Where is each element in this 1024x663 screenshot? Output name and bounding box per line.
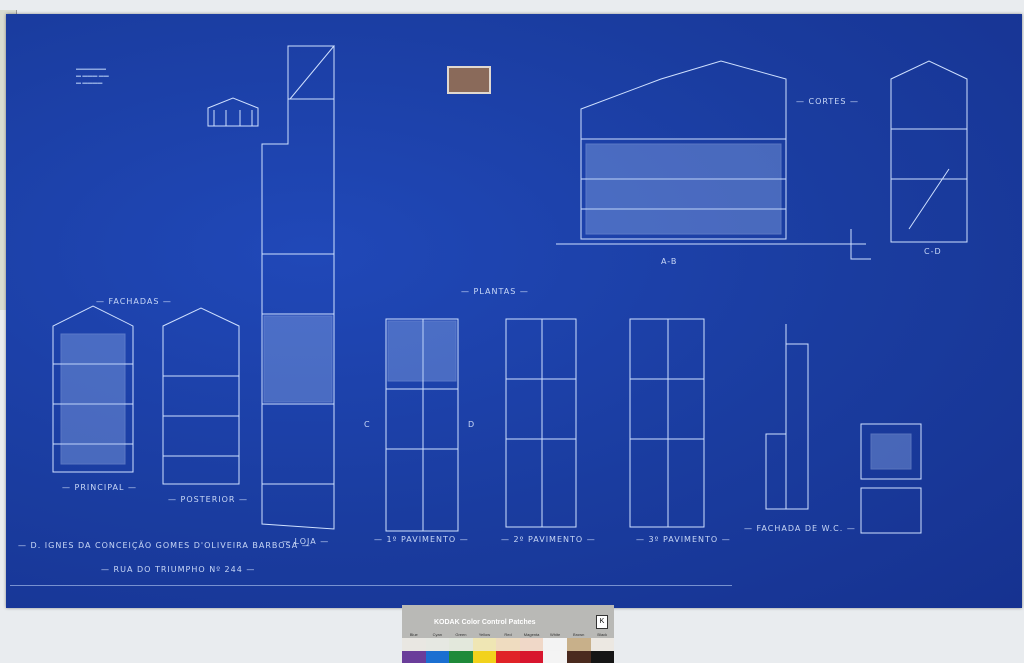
kodak-color-control-patches: KODAK Color Control Patches K Blue Cyan Gr… (402, 605, 615, 663)
patch-label: Green (455, 632, 467, 637)
color-patch (425, 638, 450, 663)
pavimento-2-plan (505, 318, 577, 528)
color-patch (566, 638, 591, 663)
pavimento-1-plan (385, 318, 459, 532)
owner-name: D. IGNES DA CONCEIÇÃO GOMES D'OLIVEIRA B… (18, 541, 311, 550)
label-posterior: POSTERIOR (168, 495, 248, 504)
section-c-d-drawing (890, 60, 968, 243)
patch-label: Yellow (478, 632, 491, 637)
label-fachada-wc: FACHADA DE W.C. (744, 524, 856, 533)
posterior-facade-drawing (162, 307, 240, 485)
label-cortes: CORTES (796, 97, 859, 106)
color-patch (472, 638, 497, 663)
patch-label: Magenta (523, 632, 540, 637)
patch-label: Red (504, 632, 512, 637)
blueprint-sheet: ▬▬▬▬▬▬▬ ▬▬▬ ▬▬▬ ▬▬▬▬ LOJA FACHADAS PRINC… (6, 14, 1022, 608)
archive-annotation: ▬▬▬▬▬▬▬ ▬▬▬ ▬▬▬ ▬▬▬▬ (76, 66, 109, 86)
patch-label: Blue (409, 632, 418, 637)
cut-marker-c: C (364, 420, 371, 429)
patch-label: White (550, 632, 561, 637)
color-patch (543, 638, 567, 663)
cut-marker-d: D (468, 420, 476, 429)
kodak-title: KODAK Color Control Patches (434, 619, 536, 626)
wc-detail-plan (860, 423, 922, 534)
color-patch (590, 638, 615, 663)
color-patch (519, 638, 544, 663)
label-fachadas: FACHADAS (96, 297, 172, 306)
address: RUA DO TRIUMPHO Nº 244 (101, 565, 255, 574)
label-2-pavimento: 2º PAVIMENTO (501, 535, 596, 544)
tax-stamp (447, 66, 491, 94)
label-section-c-d: C-D (924, 247, 942, 256)
border-line (10, 585, 732, 586)
label-plantas: PLANTAS (461, 287, 529, 296)
principal-facade-drawing (52, 305, 134, 473)
fachada-wc-drawing (765, 324, 809, 510)
color-patch (496, 638, 520, 663)
section-a-b-drawing (556, 60, 871, 260)
label-1-pavimento: 1º PAVIMENTO (374, 535, 469, 544)
label-3-pavimento: 3º PAVIMENTO (636, 535, 731, 544)
label-section-a-b: A-B (661, 257, 678, 266)
small-elevation-drawing (207, 97, 259, 127)
color-patch (449, 638, 473, 663)
color-patch (402, 638, 426, 663)
patch-label: Brown (573, 632, 585, 637)
patch-label: Cyan (432, 632, 443, 637)
patch-label: Black (597, 632, 608, 637)
pavimento-3-plan (629, 318, 705, 528)
kodak-logo: K (596, 615, 608, 629)
loja-floor-plan (261, 45, 336, 530)
label-principal: PRINCIPAL (62, 483, 137, 492)
